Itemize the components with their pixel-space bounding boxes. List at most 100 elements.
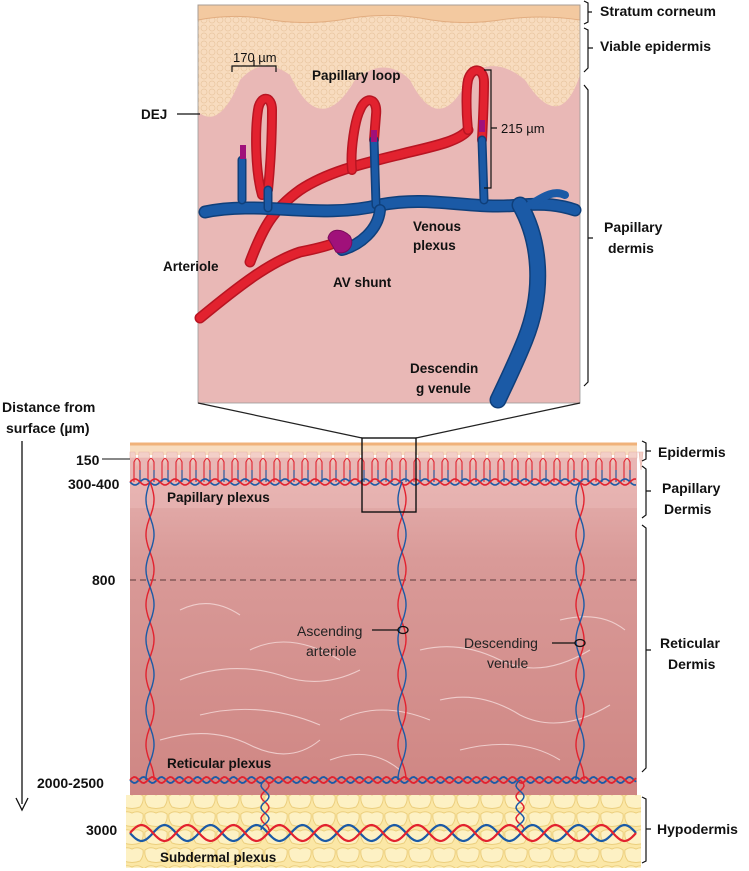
capillary-loop — [217, 457, 225, 482]
collagen-fibers — [159, 603, 626, 771]
zoom-connector — [197, 402, 581, 439]
subdermal-connector-venous — [260, 779, 270, 831]
loop-transition-mark-3 — [479, 120, 485, 132]
plexus-layer — [129, 457, 637, 843]
capillary-loop — [511, 457, 519, 482]
inset-layer-brackets — [583, 0, 593, 387]
depth-axis: Distance from surface (µm) 150 300-400 8… — [2, 399, 130, 838]
capillary-loop — [385, 457, 393, 482]
capillary-loop — [539, 457, 547, 482]
depth-tick-150: 150 — [76, 452, 100, 468]
capillary-loop — [147, 457, 155, 482]
ascending-arteriole-vessel — [397, 481, 407, 780]
loop-transition-mark-1 — [240, 145, 246, 159]
av-shunt-vessel — [327, 229, 353, 254]
subdermal-plexus-arterial — [129, 823, 637, 843]
ascending-arteriole-vessel — [145, 481, 155, 780]
capillary-loop — [595, 457, 603, 482]
descending-venule-vessel — [145, 481, 155, 780]
subdermal-connector-arterial — [515, 779, 525, 831]
inset-venous-network — [198, 135, 582, 409]
depth-axis-title-2: surface (µm) — [6, 420, 90, 436]
viable-epidermis-label: Viable epidermis — [600, 38, 711, 54]
descending-venule-label-1: Descendin — [410, 361, 478, 376]
height-215-label: 215 µm — [501, 121, 545, 136]
ascending-arteriole-vessel — [575, 481, 585, 780]
capillary-loop — [497, 457, 505, 482]
dej-label: DEJ — [141, 107, 167, 122]
reticular-dermis-label-2: Dermis — [668, 656, 716, 672]
rete-ridges — [129, 451, 644, 471]
capillary-loop — [343, 457, 351, 482]
capillary-loop — [609, 457, 617, 482]
subdermal-connector-venous — [515, 779, 525, 831]
venous-plexus-label-1: Venous — [413, 219, 461, 234]
depth-tick-800: 800 — [92, 572, 116, 588]
capillary-loop — [259, 457, 267, 482]
depth-tick-2000-2500: 2000-2500 — [37, 775, 104, 791]
papillary-plexus-venous — [129, 478, 636, 486]
depth-tick-3000: 3000 — [86, 822, 117, 838]
capillary-loop — [525, 457, 533, 482]
capillary-loop — [483, 457, 491, 482]
av-shunt-label: AV shunt — [333, 275, 392, 290]
capillary-loop — [469, 457, 477, 482]
inset-arteriole-network — [194, 65, 489, 324]
papillary-dermis-band — [130, 458, 637, 508]
capillary-loop — [441, 457, 449, 482]
capillary-loop — [203, 457, 211, 482]
depth-axis-title-1: Distance from — [2, 399, 95, 415]
capillary-loop — [567, 457, 575, 482]
capillary-loop — [301, 457, 309, 482]
width-170-label: 170 µm — [233, 50, 277, 65]
capillary-loop — [329, 457, 337, 482]
reticular-dermis-label-1: Reticular — [660, 635, 720, 651]
descending-venule-vessel — [397, 481, 407, 780]
inset-frame — [197, 4, 581, 404]
depth-tick-300-400: 300-400 — [68, 476, 120, 492]
cross-section: Ascending arteriole Descending venule Pa… — [126, 437, 644, 868]
capillary-loop — [371, 457, 379, 482]
capillary-loop — [245, 457, 253, 482]
subdermal-plexus-label: Subdermal plexus — [160, 850, 276, 865]
capillary-loop — [273, 457, 281, 482]
papillary-plexus-arterial — [129, 478, 636, 486]
arteriole-label: Arteriole — [163, 259, 219, 274]
epidermis-label: Epidermis — [658, 444, 726, 460]
capillary-loop — [427, 457, 435, 482]
inset-epidermis — [198, 5, 580, 117]
width-bracket — [231, 60, 277, 72]
inset-panel: 170 µm Papillary loop DEJ 215 µm Venous … — [141, 4, 582, 409]
stratum-corneum-band — [197, 4, 581, 24]
papillary-dermis-inset-label-2: dermis — [608, 240, 654, 256]
descending-venule-label-1: Descending — [464, 635, 538, 651]
reticular-plexus-label: Reticular plexus — [167, 756, 271, 771]
capillary-loop — [553, 457, 561, 482]
descending-venule-vessel — [575, 481, 585, 780]
capillary-loop — [287, 457, 295, 482]
capillary-loop — [357, 457, 365, 482]
capillary-loop — [133, 457, 141, 482]
papillary-dermis-inset-label-1: Papillary — [604, 219, 663, 235]
capillary-loop — [231, 457, 239, 482]
cross-section-layer-brackets — [641, 440, 651, 864]
papillary-dermis-label-2: Dermis — [664, 501, 712, 517]
venous-plexus-label-2: plexus — [413, 238, 456, 253]
ascending-arteriole-label-2: arteriole — [306, 643, 357, 659]
papillary-plexus-label: Papillary plexus — [167, 490, 270, 505]
capillary-loop — [175, 457, 183, 482]
papillary-loop-label: Papillary loop — [312, 68, 401, 83]
height-bracket — [484, 69, 497, 189]
ascending-arteriole-label-1: Ascending — [297, 623, 362, 639]
capillary-loop — [161, 457, 169, 482]
papillary-dermis-label-1: Papillary — [662, 480, 721, 496]
loop-transition-mark-2 — [371, 130, 377, 142]
capillary-loop — [315, 457, 323, 482]
capillary-loop — [399, 457, 407, 482]
hypodermis-label: Hypodermis — [657, 821, 738, 837]
capillary-loop — [581, 457, 589, 482]
capillary-loop — [455, 457, 463, 482]
stratum-corneum-label: Stratum corneum — [600, 3, 716, 19]
reticular-dermis-region — [130, 458, 637, 798]
